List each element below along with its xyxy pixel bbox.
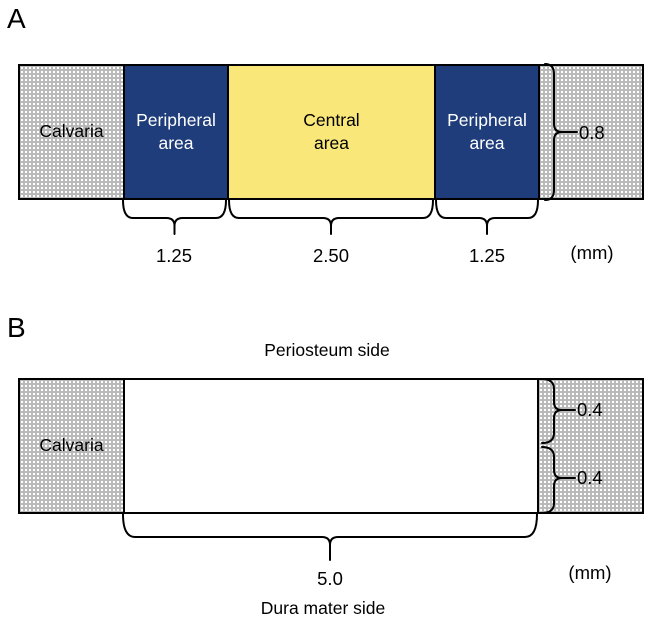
- brace-central: [228, 199, 434, 235]
- peripheral-area-right-block: Peripheral area: [434, 66, 538, 198]
- dim-peripheral-left: 1.25: [155, 245, 193, 266]
- calvaria-block-left-b: Calvaria: [20, 380, 123, 512]
- brace-peripheral-right: [435, 199, 539, 235]
- graft-layers-block: [123, 380, 537, 512]
- panel-b-bar: Calvaria: [18, 378, 644, 514]
- peripheral-area-left-label: Peripheral area: [136, 109, 216, 153]
- dim-top-layer: 0.4: [577, 399, 603, 420]
- calvaria-block-left-a: Calvaria: [20, 66, 123, 198]
- panel-a-letter: A: [7, 3, 26, 34]
- central-area-label: Central area: [303, 109, 360, 153]
- calvaria-label-b: Calvaria: [39, 435, 104, 456]
- dim-peripheral-right: 1.25: [468, 245, 506, 266]
- brace-peripheral-left: [122, 199, 227, 235]
- central-area-block: Central area: [227, 66, 434, 198]
- panel-a-bar: Calvaria Peripheral area Central area Pe…: [18, 64, 644, 200]
- dura-mater-side-label: Dura mater side: [260, 598, 386, 618]
- panel-b-letter: B: [7, 312, 26, 343]
- unit-label-b: (mm): [568, 562, 612, 583]
- dim-bottom-layer: 0.4: [577, 467, 603, 488]
- dim-thickness: 0.8: [579, 122, 605, 143]
- peripheral-area-right-label: Peripheral area: [447, 109, 527, 153]
- peripheral-area-left-block: Peripheral area: [123, 66, 227, 198]
- brace-defect-width: [122, 513, 538, 561]
- periosteum-side-label: Periosteum side: [264, 340, 390, 360]
- dim-central: 2.50: [312, 245, 350, 266]
- unit-label-a: (mm): [570, 242, 614, 263]
- dim-defect-width: 5.0: [317, 568, 343, 589]
- calvaria-label-a: Calvaria: [39, 121, 104, 142]
